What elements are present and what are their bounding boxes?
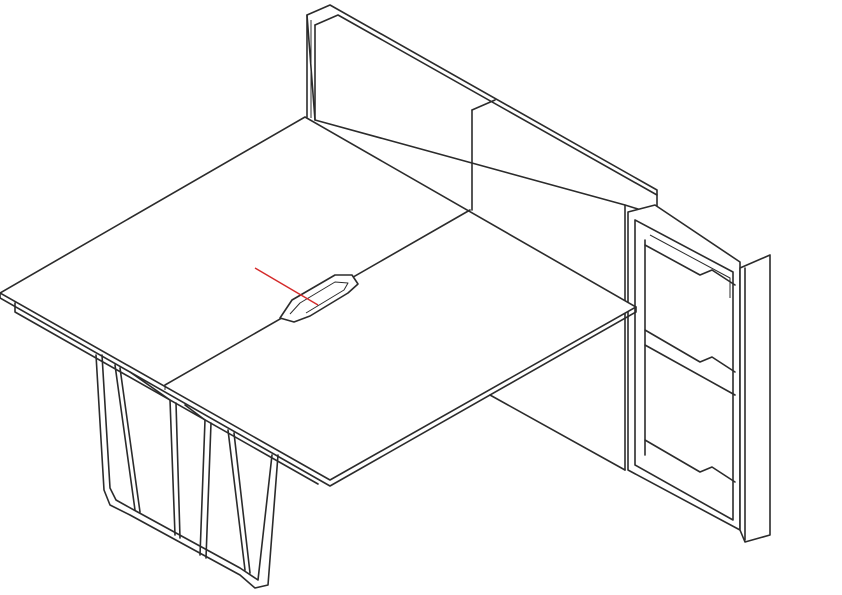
desktop-surface bbox=[0, 116, 637, 487]
cable-grommet bbox=[279, 274, 359, 323]
privacy-screen bbox=[306, 4, 658, 471]
side-storage-unit bbox=[627, 204, 771, 543]
annotation-marker-line bbox=[254, 267, 319, 306]
